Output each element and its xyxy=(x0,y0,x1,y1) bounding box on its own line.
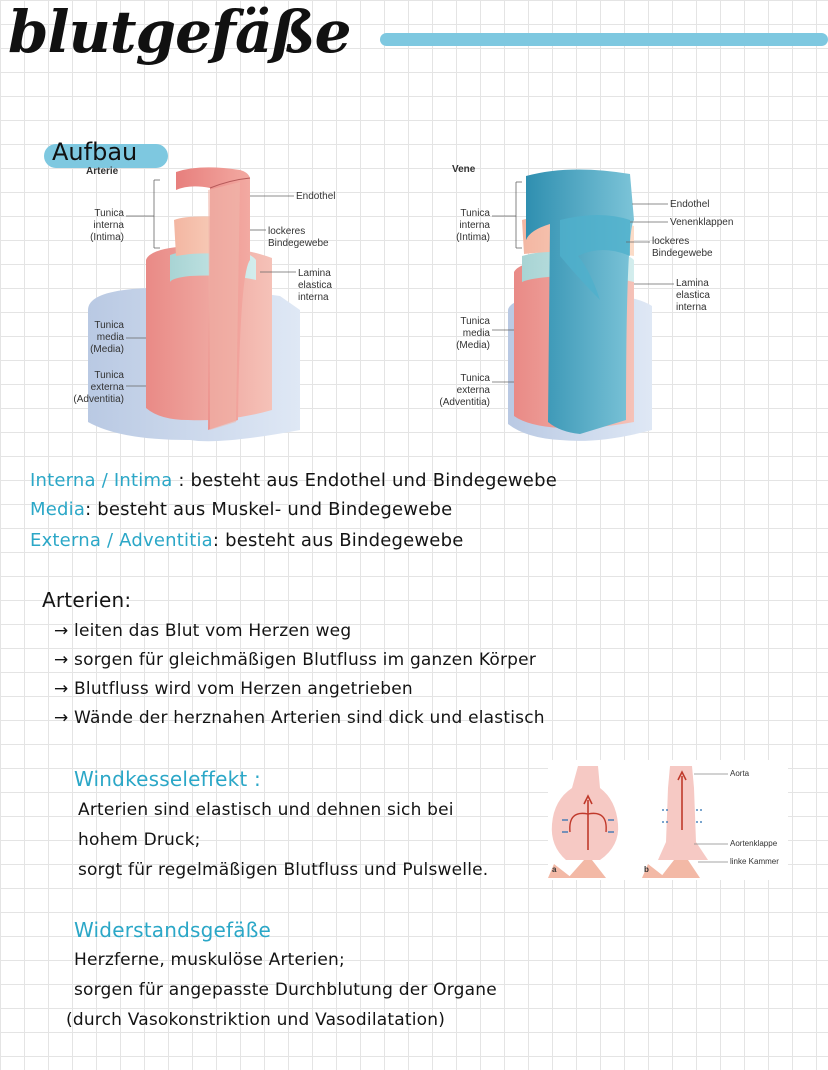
widerstand-line: sorgen für angepasste Durchblutung der O… xyxy=(74,980,497,1000)
vein-label-lockeres: lockeres Bindegewebe xyxy=(652,236,713,259)
vein-label-lamina: Lamina elastica interna xyxy=(676,278,710,313)
section-heading-aufbau: Aufbau xyxy=(52,138,138,166)
vein-label-endothel: Endothel xyxy=(670,199,710,210)
windkessel-illustration xyxy=(548,766,728,878)
windkessel-line: Arterien sind elastisch und dehnen sich … xyxy=(78,800,454,820)
layer-definition-media: Media: besteht aus Muskel- und Bindegewe… xyxy=(30,499,453,520)
widerstand-line: Herzferne, muskulöse Arterien; xyxy=(74,950,345,970)
artery-label-tunica-interna: Tunica interna (Intima) xyxy=(90,208,124,243)
windkessel-heading: Windkesseleffekt : xyxy=(74,767,261,791)
widerstand-heading: Widerstandsgefäße xyxy=(74,918,272,942)
vein-label-venenklappen: Venenklappen xyxy=(670,217,734,228)
artery-label-lockeres: lockeres Bindegewebe xyxy=(268,226,329,249)
page-title: blutgefäße xyxy=(8,0,352,66)
section-highlight xyxy=(44,144,168,168)
windkessel-label-kammer: linke Kammer xyxy=(730,857,779,866)
windkessel-label-klappe: Aortenklappe xyxy=(730,839,778,848)
arterien-heading: Arterien: xyxy=(42,588,132,612)
vein-figure: Vene Tunica interna (Intima) Tunica medi xyxy=(430,160,750,445)
arterien-bullet: → Wände der herznahen Arterien sind dick… xyxy=(54,708,545,728)
layer-definition-externa: Externa / Adventitia: besteht aus Bindeg… xyxy=(30,530,464,551)
vein-label-tunica-externa: Tunica externa (Adventitia) xyxy=(439,373,490,408)
windkessel-label-aorta: Aorta xyxy=(730,769,750,778)
vein-label-tunica-interna: Tunica interna (Intima) xyxy=(456,208,490,243)
artery-label-tunica-externa: Tunica externa (Adventitia) xyxy=(73,370,124,405)
windkessel-figure: a b Aorta Aortenklappe linke Kammer xyxy=(548,760,788,880)
vein-illustration xyxy=(492,169,674,441)
vein-heading: Vene xyxy=(452,164,476,175)
artery-label-lamina: Lamina elastica interna xyxy=(298,268,332,303)
arterien-bullet: → sorgen für gleichmäßigen Blutfluss im … xyxy=(54,650,537,670)
title-underline xyxy=(380,33,828,46)
arterien-bullet: → Blutfluss wird vom Herzen angetrieben xyxy=(54,679,413,699)
widerstand-line: (durch Vasokonstriktion und Vasodilatati… xyxy=(66,1010,446,1030)
arterien-bullet: → leiten das Blut vom Herzen weg xyxy=(54,621,352,641)
artery-label-tunica-media: Tunica media (Media) xyxy=(90,320,124,355)
artery-label-endothel: Endothel xyxy=(296,191,336,202)
vein-label-tunica-media: Tunica media (Media) xyxy=(456,316,490,351)
artery-figure: Arterie Tunica interna xyxy=(60,160,360,445)
windkessel-panel-b: b xyxy=(644,865,649,874)
windkessel-panel-a: a xyxy=(552,865,557,874)
windkessel-line: hohem Druck; xyxy=(78,830,201,850)
artery-heading: Arterie xyxy=(86,166,119,177)
artery-illustration xyxy=(88,167,300,442)
windkessel-line: sorgt für regelmäßigen Blutfluss und Pul… xyxy=(78,860,489,880)
layer-definition-interna: Interna / Intima : besteht aus Endothel … xyxy=(30,470,557,491)
